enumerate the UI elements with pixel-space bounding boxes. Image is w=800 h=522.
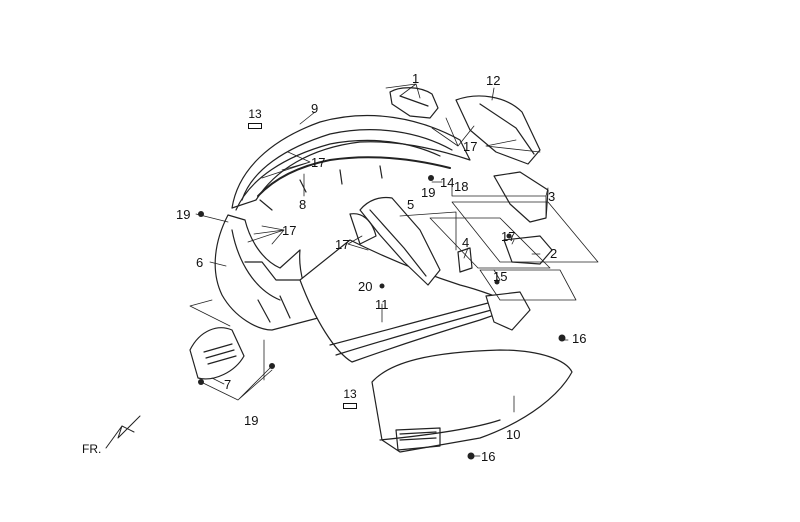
part-9-front-upper-cover xyxy=(231,114,471,211)
part-5-inner-panel xyxy=(349,196,441,286)
part-4-bracket xyxy=(457,247,473,273)
callout-20: 20 xyxy=(358,279,373,294)
callout-12: 12 xyxy=(486,73,501,88)
callout-3: 3 xyxy=(548,189,556,204)
callout-8: 8 xyxy=(299,197,307,212)
callout-2: 2 xyxy=(550,246,558,261)
callout-11: 11 xyxy=(375,297,389,312)
part-6-left-side-panel xyxy=(214,214,319,331)
part-3-side-bracket xyxy=(493,171,549,223)
callout-9: 9 xyxy=(311,101,319,116)
reference-13-top: 13 xyxy=(248,108,262,129)
reference-13-bottom: 13 xyxy=(343,388,357,409)
callout-18: 18 xyxy=(454,179,469,194)
callout-17-top-center: 17 xyxy=(311,155,326,170)
callout-19-center: 19 xyxy=(421,185,436,200)
callout-17-top-right: 17 xyxy=(463,139,478,154)
callout-19-bottom: 19 xyxy=(244,413,259,428)
callout-16-bottom: 16 xyxy=(481,449,496,464)
callout-15: 15 xyxy=(493,269,508,284)
part-10-lower-cover xyxy=(371,349,573,453)
callout-7: 7 xyxy=(224,377,232,392)
callout-16-right: 16 xyxy=(572,331,587,346)
part-7-vent-cover xyxy=(189,327,245,380)
callout-10: 10 xyxy=(506,427,521,442)
part-12-right-upper-cover xyxy=(455,95,541,165)
front-direction-arrow xyxy=(105,415,141,449)
callout-4: 4 xyxy=(462,235,470,250)
callout-17-right: 17 xyxy=(501,229,516,244)
part-15-clip xyxy=(485,291,531,331)
callout-6: 6 xyxy=(196,255,204,270)
part-1-top-cover xyxy=(389,87,439,119)
leader-lines xyxy=(189,83,599,457)
part-11-lower-shield xyxy=(299,239,521,363)
callout-17-left: 17 xyxy=(282,223,297,238)
callout-17-mid: 17 xyxy=(335,237,350,252)
callout-14: 14 xyxy=(440,175,455,190)
callout-1: 1 xyxy=(412,71,420,86)
callout-5: 5 xyxy=(407,197,415,212)
callout-19-left: 19 xyxy=(176,207,191,222)
front-direction-label: FR. xyxy=(82,442,102,456)
part-2-small-panel xyxy=(503,235,553,265)
